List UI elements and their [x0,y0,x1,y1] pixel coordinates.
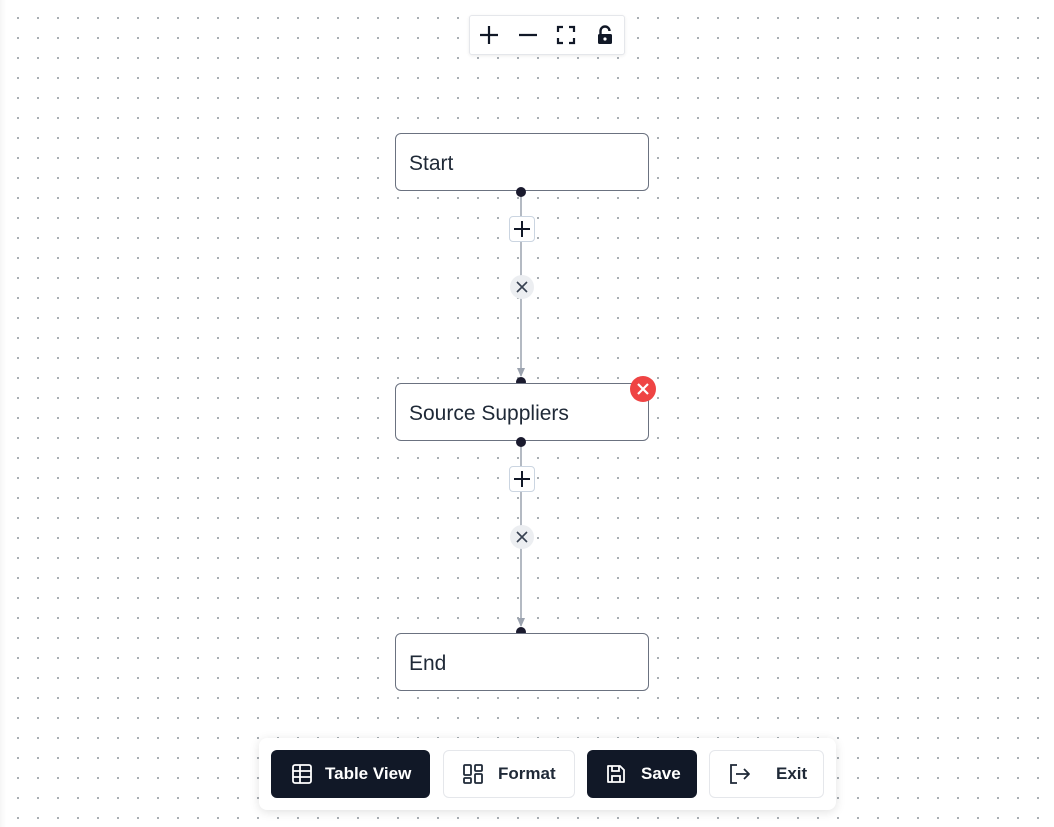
close-icon [637,383,649,395]
fit-view-button[interactable] [547,16,586,54]
node-handle-top[interactable] [516,377,526,387]
node-handle-bottom[interactable] [516,437,526,447]
layout-icon [463,764,483,784]
format-label: Format [498,764,556,783]
node-handle-bottom[interactable] [516,187,526,197]
logout-icon [730,764,750,784]
exit-label: Exit [776,764,808,783]
zoom-out-button[interactable] [509,16,548,54]
fit-view-icon [557,25,576,45]
add-step-button[interactable] [509,216,535,242]
save-label: Save [641,764,681,783]
node-label: End [409,652,447,675]
close-icon [516,531,528,543]
node-handle-top[interactable] [516,627,526,637]
remove-node-button[interactable] [630,376,656,402]
bottom-toolbar: Table View Format Save Exit [259,738,836,810]
delete-edge-button[interactable] [510,525,534,549]
exit-button[interactable]: Exit [709,750,824,798]
table-view-button[interactable]: Table View [271,750,430,798]
close-icon [516,281,528,293]
plus-icon [480,26,499,44]
node-label: Source Suppliers [409,402,569,425]
table-icon [292,764,312,784]
table-view-label: Table View [325,764,412,783]
plus-icon [514,221,530,237]
canvas-controls [469,15,625,55]
plus-icon [514,471,530,487]
format-button[interactable]: Format [443,750,575,798]
canvas-edge-shade [0,0,6,827]
minus-icon [518,33,537,37]
save-icon [607,765,625,783]
flow-node-start[interactable]: Start [395,133,649,191]
save-button[interactable]: Save [587,750,697,798]
lock-button[interactable] [586,16,625,54]
flow-node-source-suppliers[interactable]: Source Suppliers [395,383,649,441]
unlock-icon [597,25,612,44]
delete-edge-button[interactable] [510,275,534,299]
add-step-button[interactable] [509,466,535,492]
node-label: Start [409,152,454,175]
flow-node-end[interactable]: End [395,633,649,691]
zoom-in-button[interactable] [470,16,509,54]
